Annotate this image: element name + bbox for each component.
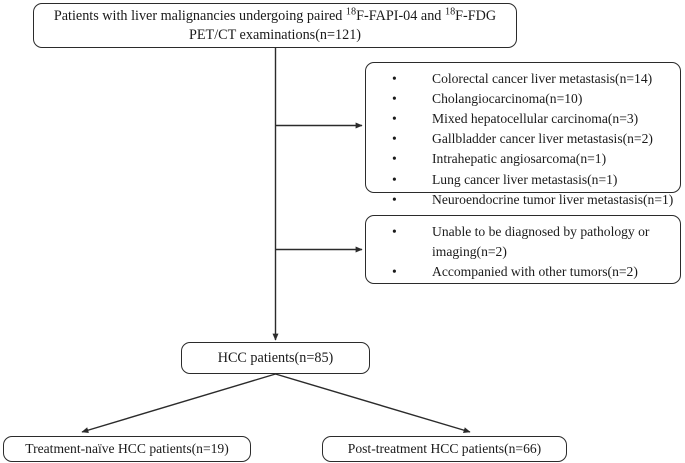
edge-hcc-to-treatment-naive (81, 373, 276, 434)
bullet-icon: • (392, 224, 397, 239)
bullet-icon: • (392, 264, 397, 280)
list-item-label: Neuroendocrine tumor liver metastasis(n=… (432, 191, 674, 207)
list-item-label: Mixed hepatocellular carcinoma(n=3) (432, 111, 639, 127)
edge-hcc-to-post-treatment (275, 373, 471, 434)
list-item-label: Accompanied with other tumors(n=2) (432, 264, 638, 280)
bullet-icon: • (392, 91, 397, 107)
excluded-other-list: • Unable to be diagnosed by pathology or … (366, 222, 680, 282)
list-item: • Intrahepatic angiosarcoma(n=1) (366, 149, 680, 169)
list-item-label: Colorectal cancer liver metastasis(n=14) (432, 71, 653, 86)
bullet-icon: • (392, 191, 397, 207)
list-item: • Colorectal cancer liver metastasis(n=14… (366, 69, 680, 89)
list-item: • Gallbladder cancer liver metastasis(n=2… (366, 129, 680, 149)
node-source-cohort: Patients with liver malignancies undergo… (33, 3, 517, 48)
isotope-superscript-1: 18 (345, 6, 357, 18)
list-item-label: Intrahepatic angiosarcoma(n=1) (432, 151, 607, 167)
list-item-label: Lung cancer liver metastasis(n=1) (432, 171, 618, 187)
treatment-naive-label: Treatment-naïve HCC patients(n=19) (25, 441, 229, 457)
list-item: • Unable to be diagnosed by pathology or … (366, 222, 680, 262)
bullet-icon: • (392, 171, 397, 187)
source-tracer-1: F-FAPI-04 and (356, 8, 445, 25)
list-item: • Mixed hepatocellular carcinoma(n=3) (366, 109, 680, 129)
post-treatment-label: Post-treatment HCC patients(n=66) (347, 441, 542, 457)
node-excluded-diagnoses: • Colorectal cancer liver metastasis(n=14… (365, 62, 681, 207)
source-tracer-2: F-FDG (455, 8, 497, 25)
hcc-label: HCC patients(n=85) (217, 349, 334, 366)
bullet-icon: • (392, 131, 397, 147)
node-post-treatment: Post-treatment HCC patients(n=66) (322, 436, 567, 462)
list-item: • Lung cancer liver metastasis(n=1) (366, 170, 680, 190)
list-item-label: Cholangiocarcinoma(n=10) (432, 91, 583, 107)
list-item-label: Unable to be diagnosed by pathology or i… (432, 224, 650, 260)
bullet-icon: • (392, 71, 397, 86)
source-line2: PET/CT examinations(n=121) (188, 26, 362, 43)
node-treatment-naive: Treatment-naïve HCC patients(n=19) (3, 436, 251, 462)
bullet-icon: • (392, 111, 397, 127)
isotope-superscript-2: 18 (444, 6, 456, 18)
node-excluded-other-reasons: • Unable to be diagnosed by pathology or … (365, 215, 681, 284)
list-item-label: Gallbladder cancer liver metastasis(n=2) (432, 131, 653, 147)
excluded-diagnoses-list: • Colorectal cancer liver metastasis(n=14… (366, 69, 680, 210)
list-item: • Neuroendocrine tumor liver metastasis(n… (366, 190, 680, 210)
source-line1-pre: Patients with liver malignancies undergo… (53, 8, 346, 25)
list-item: • Cholangiocarcinoma(n=10) (366, 89, 680, 109)
list-item: • Accompanied with other tumors(n=2) (366, 262, 680, 282)
node-hcc-patients: HCC patients(n=85) (181, 342, 370, 374)
bullet-icon: • (392, 151, 397, 167)
